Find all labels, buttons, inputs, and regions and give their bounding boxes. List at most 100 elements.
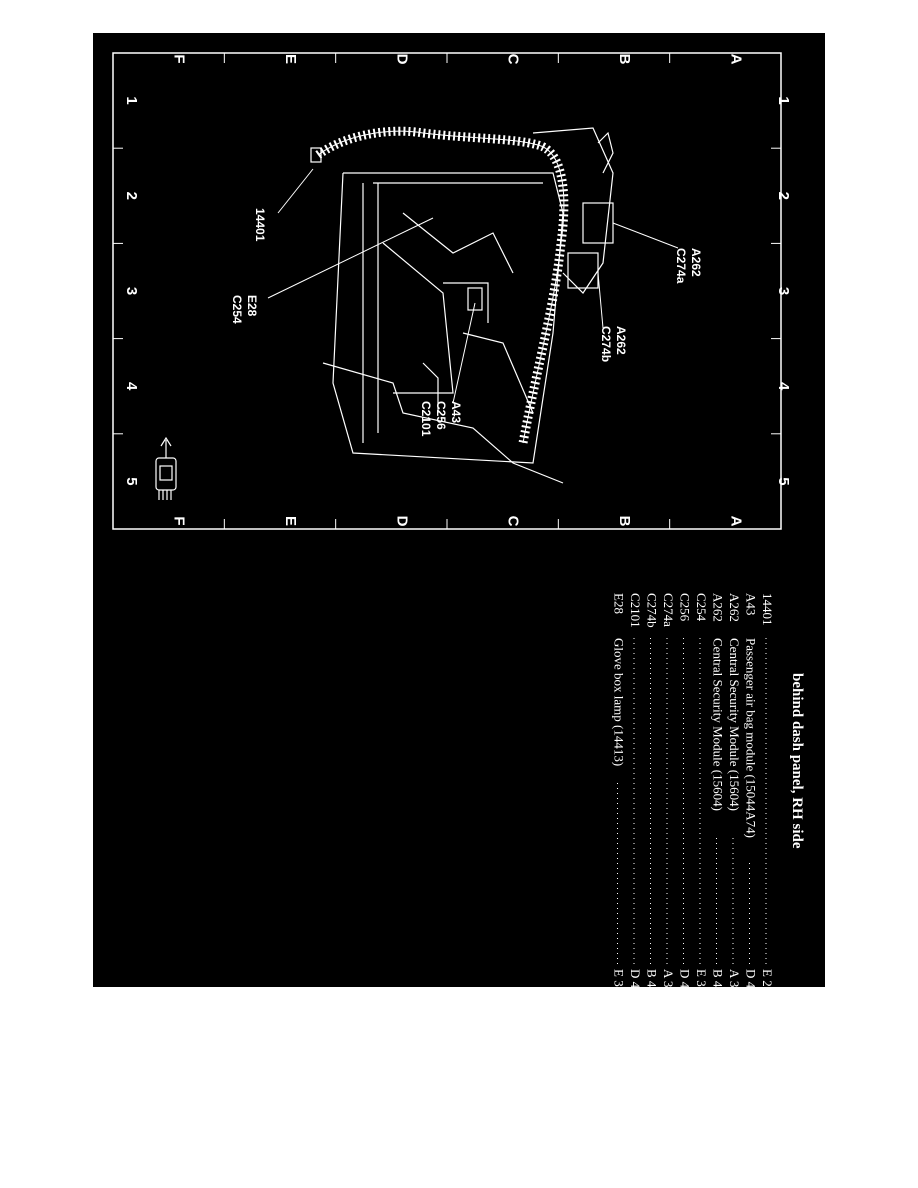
legend-description-bg [743,635,759,862]
grid-column-label: 4 [123,382,140,391]
dashboard-drawing [310,126,614,484]
legend-location-bg [727,965,742,987]
vehicle-forward-arrow-icon [155,436,177,500]
callout-14401: 14401 [253,208,267,242]
harness-end [310,147,322,163]
legend-description: Passenger air bag module (15044A74) [744,638,759,838]
callout-a262-c274b: A262 C274b [599,326,628,362]
legend-location-bg [677,965,693,987]
legend-code: C254 [694,593,709,622]
legend-location: B 4 [711,969,726,987]
callout-14401-label: 14401 [253,208,267,242]
legend-row: C2101 D 4 [628,593,643,987]
bracket-outline [402,212,514,274]
legend-location-bg [760,965,775,987]
callout-e28-label: E28 [245,295,259,317]
callout-a262-bottom-label: A262 [614,326,628,355]
leader-a43 [452,302,476,404]
security-module-connector [567,252,599,289]
legend-code: 14401 [760,593,775,626]
callout-c274b-label: C274b [599,326,613,362]
legend-description-bg [710,635,726,837]
callout-a262-c274a: A262 C274a [674,248,703,284]
leader-a262-c274a [612,222,679,249]
grid-row-label: F [171,54,188,63]
legend-description: Central Security Module (15604) [727,638,742,811]
legend-row: C254 E 3 [694,593,709,987]
module-bracket [532,127,614,294]
grid-column-label: 3 [775,287,792,295]
legend-code: A43 [744,593,759,615]
callout-c256-label: C256 [434,401,448,430]
legend-row: 14401 E 2 [760,593,775,987]
grid-column-label: 2 [123,192,140,200]
legend-code: E28 [612,593,627,614]
legend-row: C274b B 4 [644,593,660,987]
legend-code: C274a [661,593,676,627]
legend-description-bg [727,635,742,837]
air-bag-module-outline [443,282,534,414]
grid-row-label: E [282,54,299,64]
grid-row-label: C [505,516,522,527]
grid-column-label: 2 [775,192,792,200]
dash-outline [332,172,564,464]
grid-column-label: 1 [123,96,140,104]
grid-column-label: 1 [775,96,792,104]
grid-column-label: 5 [123,477,140,485]
legend-location-bg [661,965,676,987]
wiring-harness-core [317,130,565,444]
callout-c254-label: C254 [230,295,244,324]
legend-location: D 4 [678,969,693,987]
leader-lines [267,168,679,404]
legend-code: A262 [711,593,726,622]
module-tab [597,131,614,174]
legend-location: A 3 [727,969,742,987]
grid-row-label: C [505,54,522,65]
grid-row-label: A [727,516,744,527]
grid-row-label: B [616,54,633,65]
grid-row-label: D [393,54,410,65]
legend-code: C274b [645,593,660,628]
air-bag-connector [467,287,483,311]
callout-c274a-label: C274a [674,248,688,284]
legend-location: E 3 [694,969,709,987]
leader-14401 [277,168,314,214]
callout-a262-top-label: A262 [689,248,703,277]
legend-location: E 3 [612,969,627,987]
lower-structure [322,362,564,484]
wiring-harness [315,126,569,444]
legend-row: C256 D 4 [677,593,693,987]
legend-location-bg [644,965,660,987]
legend-code: C256 [678,593,693,622]
grid-column-label: 4 [775,382,792,391]
leader-e28-c254 [267,217,434,299]
grid-row-label: D [393,516,410,527]
callout-a43-group: A43 C256 C2101 [419,401,463,437]
legend-location: A 3 [661,969,676,987]
legend-location-bg [710,965,726,987]
legend-location-bg [743,965,759,987]
legend-description: Central Security Module (15604) [711,638,726,811]
legend-location-bg [694,965,709,987]
legend-location: D 4 [744,969,759,987]
legend-location: D 4 [628,969,643,987]
legend-location: E 2 [760,969,775,987]
leader-a262-c274b [597,272,604,329]
grid-row-label: B [616,516,633,527]
legend-location-bg [628,965,643,987]
legend-location: B 4 [645,969,660,987]
legend-code: C2101 [628,593,643,628]
callout-e28-c254: E28 C254 [230,295,259,324]
grid-row-label: A [727,54,744,65]
legend-title: behind dash panel, RH side [789,673,805,849]
